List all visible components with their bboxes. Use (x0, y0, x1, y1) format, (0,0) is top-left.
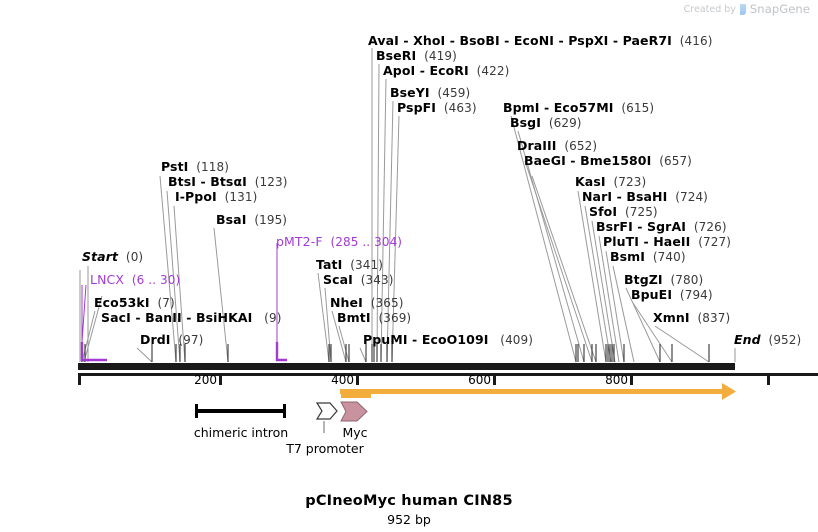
enzyme-label-726[interactable]: BsrFI - SgrAI (726) (596, 219, 727, 234)
enzyme-label-118[interactable]: PstI (118) (161, 159, 230, 174)
plasmid-size: 952 bp (387, 512, 431, 527)
enzyme-label-419[interactable]: BseRI (419) (376, 48, 457, 63)
enzyme-label-727[interactable]: PluTI - HaeII (727) (603, 234, 732, 249)
enzyme-label-723[interactable]: KasI (723) (575, 174, 647, 189)
snapgene-watermark: Created by SnapGene (684, 2, 810, 16)
feature-orf-arrow (340, 383, 736, 400)
enzyme-label-97[interactable]: DrdI (97) (140, 332, 204, 347)
enzyme-label-131[interactable]: I-PpoI (131) (175, 189, 258, 204)
ruler-axis-line (78, 373, 818, 376)
enzyme-label-657[interactable]: BaeGI - Bme1580I (657) (524, 153, 692, 168)
enzyme-label-369[interactable]: BmtI (369) (337, 310, 412, 325)
ruler-tick-400: 400 (331, 373, 354, 387)
feature-chimeric-intron (195, 404, 286, 418)
feature-label-myc[interactable]: Myc (342, 425, 368, 440)
enzyme-label-724[interactable]: NarI - BsaHI (724) (582, 189, 708, 204)
enzyme-label-195[interactable]: BsaI (195) (216, 212, 288, 227)
enzyme-label-837[interactable]: XmnI (837) (653, 310, 731, 325)
enzyme-label-652[interactable]: DraIII (652) (517, 138, 598, 153)
enzyme-label-422[interactable]: ApoI - EcoRI (422) (383, 63, 510, 78)
enzyme-label-615[interactable]: BpmI - Eco57MI (615) (503, 100, 655, 115)
primer-mark-lncx (80, 342, 107, 362)
primer-label-pmt2-f[interactable]: pMT2-F (285 .. 304) (276, 234, 403, 249)
terminus-start: Start (0) (82, 249, 144, 264)
enzyme-label-7[interactable]: Eco53kI (7) (94, 295, 175, 310)
ruler-tick-600: 600 (468, 373, 491, 387)
enzyme-label-409[interactable]: PpuMI - EcoO109I (409) (363, 332, 534, 347)
feature-myc (340, 394, 371, 422)
enzyme-label-343[interactable]: ScaI (343) (323, 272, 394, 287)
primer-label-lncx[interactable]: LNCX (6 .. 30) (90, 272, 181, 287)
sequence-backbone (78, 363, 735, 370)
terminus-end: End (952) (734, 332, 802, 347)
plasmid-name: pCIneoMyc human CIN85 (305, 493, 513, 509)
feature-label-t7-promoter[interactable]: T7 promoter (286, 441, 364, 456)
enzyme-label-416[interactable]: AvaI - XhoI - BsoBI - EcoNI - PspXI - Pa… (368, 33, 713, 48)
snapgene-flag-icon (739, 3, 746, 15)
enzyme-label-794[interactable]: BpuEI (794) (631, 287, 713, 302)
enzyme-label-740[interactable]: BsmI (740) (610, 249, 686, 264)
enzyme-label-9[interactable]: SacI - BanII - BsiHKAI (9) (101, 310, 282, 325)
feature-label-chimeric-intron[interactable]: chimeric intron (193, 425, 289, 440)
watermark-prefix: Created by (683, 3, 736, 15)
enzyme-label-725[interactable]: SfoI (725) (589, 204, 658, 219)
watermark-brand: SnapGene (749, 2, 810, 16)
leader-lines-group (79, 48, 736, 363)
primer-marks (80, 243, 287, 362)
ruler-tick-800: 800 (605, 373, 628, 387)
primer-mark-pmt2f (275, 342, 287, 362)
title-block: pCIneoMyc human CIN85 952 bp (0, 493, 818, 527)
enzyme-label-123[interactable]: BtsI - BtsαI (123) (168, 174, 288, 189)
enzyme-label-780[interactable]: BtgZI (780) (624, 272, 704, 287)
enzyme-label-341[interactable]: TatI (341) (316, 257, 384, 272)
ruler-ticks (78, 376, 770, 385)
enzyme-label-629[interactable]: BsgI (629) (510, 115, 582, 130)
feature-t7-promoter (315, 402, 338, 433)
ruler-tick-200: 200 (194, 373, 217, 387)
enzyme-label-365[interactable]: NheI (365) (330, 295, 404, 310)
enzyme-label-459[interactable]: BseYI (459) (390, 85, 471, 100)
enzyme-label-463[interactable]: PspFI (463) (397, 100, 477, 115)
